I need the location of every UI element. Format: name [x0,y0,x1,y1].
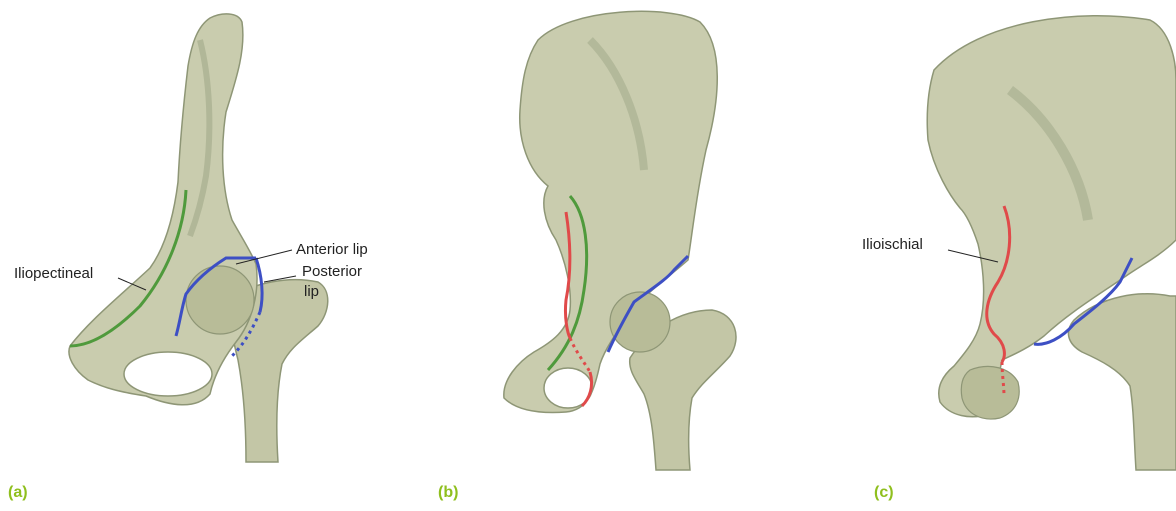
ischium-c [961,366,1019,419]
obturator-foramen-a [124,352,212,396]
panel-a: Iliopectineal Anterior lip Posterior lip… [0,0,430,511]
label-ilioischial: Ilioischial [862,236,923,254]
label-iliopectineal: Iliopectineal [14,265,93,283]
panel-b: (b) [430,0,830,511]
pelvis-illustration-b [430,0,830,511]
label-posterior-lip-line1: Posterior [302,263,362,281]
panel-letter-c: (c) [874,484,894,502]
panel-c: Ilioischial (c) [830,0,1176,511]
label-anterior-lip: Anterior lip [296,241,368,259]
hip-bone-a [69,14,257,405]
femoral-head-b [610,292,670,352]
panel-letter-a: (a) [8,484,28,502]
panel-letter-b: (b) [438,484,458,502]
label-posterior-lip-line2: lip [304,283,319,301]
pelvis-illustration-c [830,0,1176,511]
femoral-head-a [186,266,254,334]
femur-c [1068,294,1176,470]
